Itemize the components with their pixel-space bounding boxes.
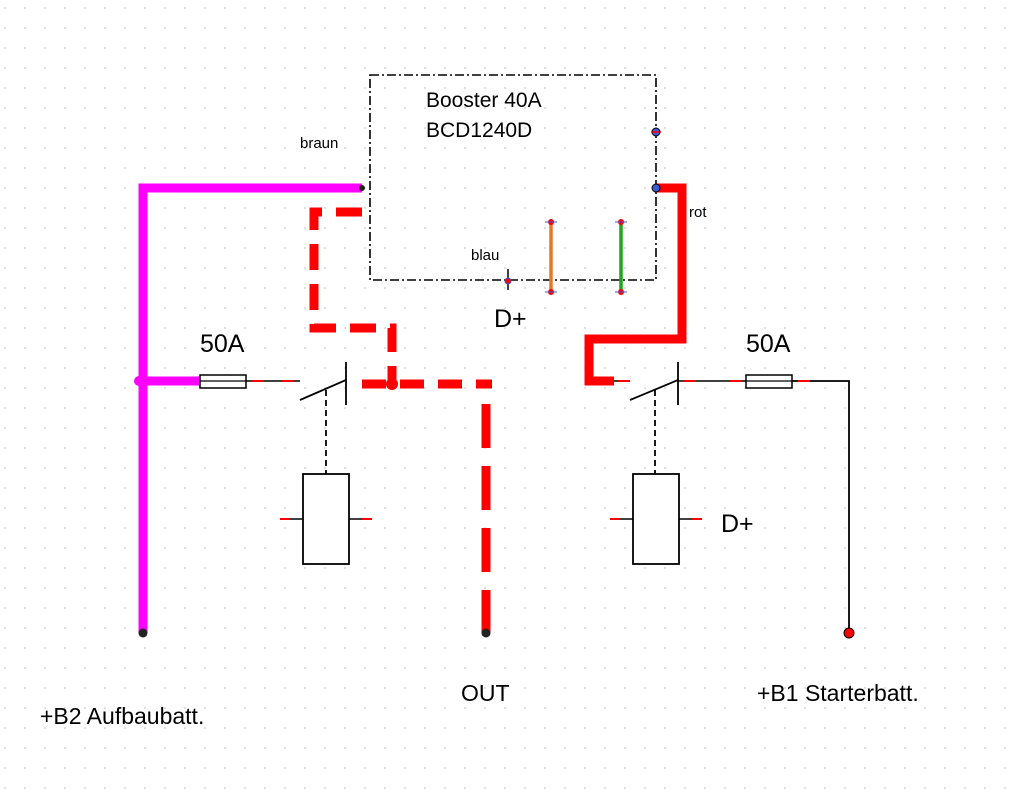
booster-box (369, 74, 657, 281)
dplus-right-label: D+ (721, 510, 754, 538)
braun-label: braun (300, 135, 338, 152)
switch-left-contact (299, 379, 347, 401)
out-terminal (481, 628, 491, 638)
out-label: OUT (461, 680, 510, 706)
pin-blau (504, 277, 512, 285)
b1-label: +B1 Starterbatt. (757, 680, 919, 706)
booster-output-wire (309, 207, 397, 384)
b2-label: +B2 Aufbaubatt. (40, 703, 204, 729)
b2-terminal (138, 628, 148, 638)
pin-rot (651, 183, 661, 193)
braun-wire (138, 183, 362, 633)
rot-wire (584, 183, 687, 386)
blau-label: blau (471, 247, 499, 264)
booster-model: BCD1240D (426, 119, 532, 142)
switch-right-contact (629, 379, 679, 401)
rot-label: rot (689, 204, 707, 221)
out-junction-dot (386, 378, 398, 390)
booster-title: Booster 40A (426, 89, 542, 112)
relay-right-coil (632, 473, 680, 565)
braun-junction-dot (134, 376, 144, 386)
dplus-top-label: D+ (494, 305, 527, 333)
fuse-right-label: 50A (746, 330, 791, 358)
relay-left-coil (302, 473, 350, 565)
pin-braun (359, 185, 365, 191)
b1-wire (792, 380, 850, 633)
fuse-left-label: 50A (200, 330, 245, 358)
b1-terminal (843, 627, 855, 639)
